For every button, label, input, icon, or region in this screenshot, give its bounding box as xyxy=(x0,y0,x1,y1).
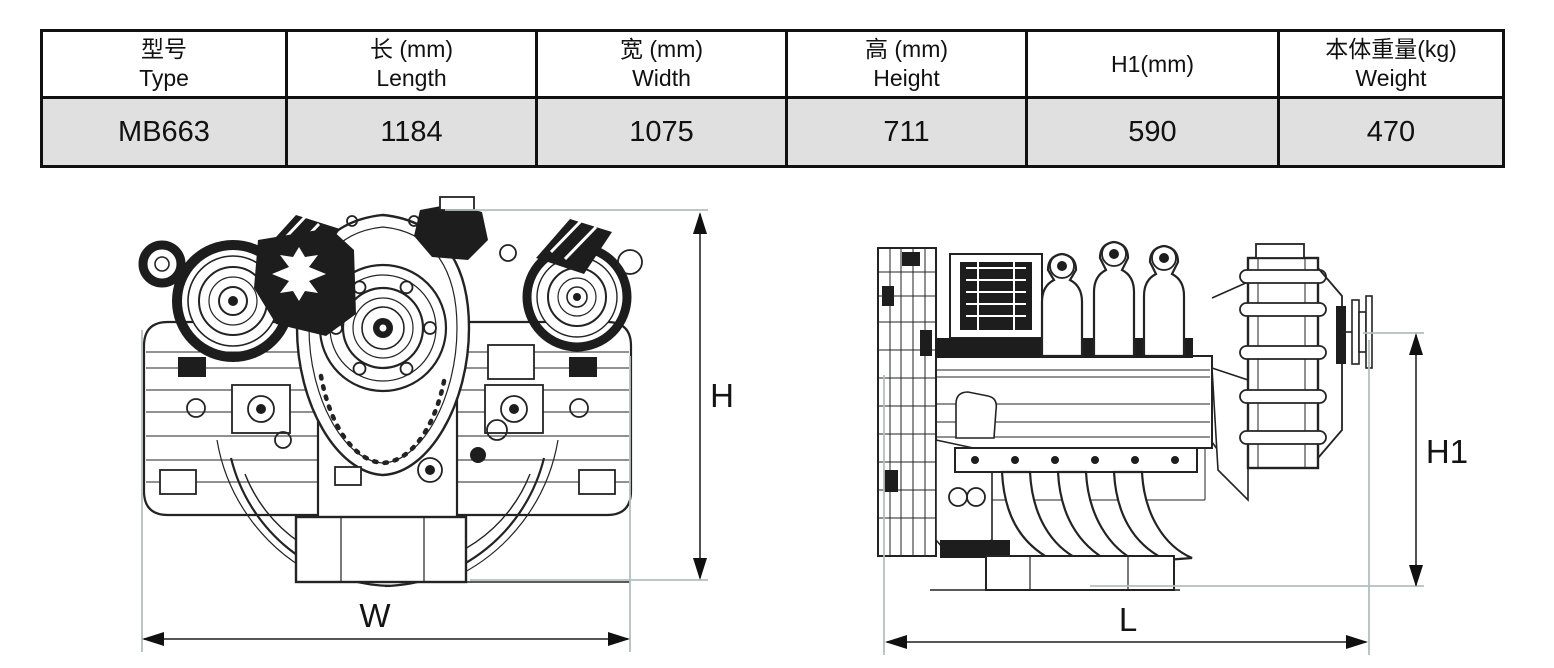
col-header-length-zh: 长 (mm) xyxy=(369,36,454,63)
col-header-weight-zh: 本体重量(kg) xyxy=(1325,36,1457,63)
col-header-height-zh: 高 (mm) xyxy=(864,36,949,63)
col-header-h1: H1(mm) xyxy=(1025,29,1280,99)
h-top-arrowhead xyxy=(693,212,707,234)
col-header-weight: 本体重量(kg) Weight xyxy=(1277,29,1505,99)
h1-top-arrowhead xyxy=(1409,333,1423,355)
col-header-length: 长 (mm) Length xyxy=(285,29,538,99)
col-header-height: 高 (mm) Height xyxy=(785,29,1028,99)
col-header-type-en: Type xyxy=(139,65,189,91)
table-row: MB663 1184 1075 711 590 470 xyxy=(40,96,1505,168)
spec-table: 型号 Type 长 (mm) Length 宽 (mm) Width 高 (mm… xyxy=(40,29,1505,168)
l-right-arrowhead xyxy=(1346,635,1368,649)
h-bottom-arrowhead xyxy=(693,558,707,580)
dimension-lines xyxy=(144,214,1417,643)
header-row: 型号 Type 长 (mm) Length 宽 (mm) Width 高 (mm… xyxy=(40,29,1505,99)
cell-type-value: MB663 xyxy=(40,96,288,168)
col-header-height-en: Height xyxy=(873,65,940,91)
h-dimension-label: H xyxy=(710,377,734,414)
col-header-type-zh: 型号 xyxy=(141,36,187,63)
dimension-arrowheads xyxy=(142,212,1423,649)
cell-length-value: 1184 xyxy=(285,96,538,168)
w-right-arrowhead xyxy=(608,632,630,646)
dimension-annotations xyxy=(141,209,1424,655)
col-header-width-en: Width xyxy=(632,65,691,91)
l-left-arrowhead xyxy=(885,635,907,649)
w-left-arrowhead xyxy=(142,632,164,646)
cell-height-value: 711 xyxy=(785,96,1028,168)
l-dimension-label: L xyxy=(1118,601,1138,638)
cell-weight-value: 470 xyxy=(1277,96,1505,168)
h1-bottom-arrowhead xyxy=(1409,565,1423,587)
col-header-weight-en: Weight xyxy=(1355,65,1427,91)
col-header-length-en: Length xyxy=(376,65,447,91)
side-view-drawing xyxy=(877,240,1373,591)
col-header-width-zh: 宽 (mm) xyxy=(619,36,704,63)
w-dimension-label: W xyxy=(359,597,391,634)
extension-lines xyxy=(141,209,1424,655)
h1-dimension-label: H1 xyxy=(1425,433,1469,470)
front-view-drawing xyxy=(138,196,643,588)
col-header-width: 宽 (mm) Width xyxy=(535,29,788,99)
cell-h1-value: 590 xyxy=(1025,96,1280,168)
cell-width-value: 1075 xyxy=(535,96,788,168)
col-header-type: 型号 Type xyxy=(40,29,288,99)
col-header-h1-zh: H1(mm) xyxy=(1110,50,1195,77)
